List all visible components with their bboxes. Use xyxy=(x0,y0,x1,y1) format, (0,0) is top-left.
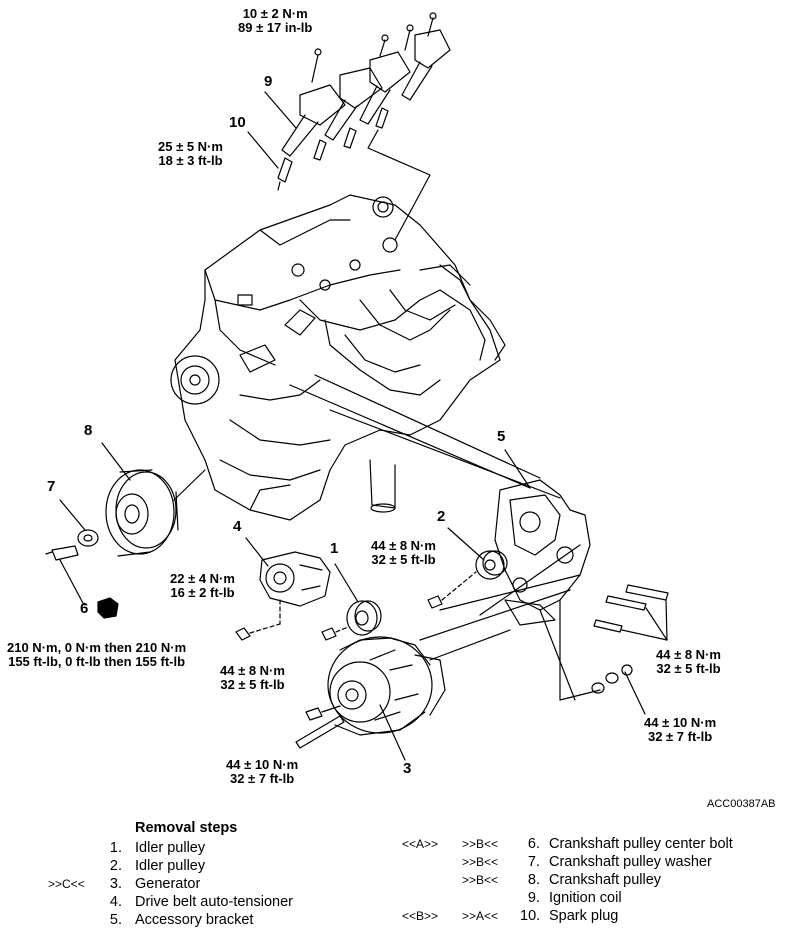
step-row-4: 4. Drive belt auto-tensioner xyxy=(109,894,293,910)
figure-code: ACC00387AB xyxy=(707,798,776,810)
torque-generator: 44 ± 10 N·m 32 ± 7 ft-lb xyxy=(226,757,299,786)
idler-pulley-1 xyxy=(346,600,382,636)
idler-pulley-2 xyxy=(475,550,508,580)
engine-front-pulley xyxy=(170,355,220,405)
step-row-9: 9. Ignition coil xyxy=(527,890,622,906)
torque-idler-lower: 44 ± 8 N·m 32 ± 5 ft-lb xyxy=(220,663,285,692)
step-row-2: 2. Idler pulley xyxy=(109,858,206,874)
crankshaft-pulley xyxy=(105,469,179,557)
accessory-bracket xyxy=(494,479,591,626)
engine-block xyxy=(174,194,506,521)
torque-coil-bolt: 10 ± 2 N·m 89 ± 17 in-lb xyxy=(238,6,313,35)
callout-7: 7 xyxy=(47,478,56,495)
step-row-5: 5. Accessory bracket xyxy=(109,912,254,928)
step-row-10: <<B>> >>A<< 10. Spark plug xyxy=(402,908,619,924)
step-row-1: 1. Idler pulley xyxy=(109,840,206,856)
removal-title: Removal steps xyxy=(135,820,238,836)
callout-5: 5 xyxy=(497,428,506,445)
step-row-3: >>C<< 3. Generator xyxy=(48,876,201,892)
ignition-coil-group xyxy=(277,12,451,191)
step-row-8: >>B<< 8. Crankshaft pulley xyxy=(462,872,662,888)
crankshaft-washer xyxy=(77,529,99,547)
callout-1: 1 xyxy=(330,540,339,557)
torque-tensioner: 22 ± 4 N·m 16 ± 2 ft-lb xyxy=(170,571,235,600)
auto-tensioner xyxy=(259,551,331,607)
step-row-6: <<A>> >>B<< 6. Crankshaft pulley center … xyxy=(402,836,733,852)
callout-8: 8 xyxy=(84,422,93,439)
torque-idler-upper: 44 ± 8 N·m 32 ± 5 ft-lb xyxy=(371,538,436,567)
callout-6: 6 xyxy=(80,600,89,617)
callout-2: 2 xyxy=(437,508,446,525)
torque-bracket-bolts: 44 ± 8 N·m 32 ± 5 ft-lb xyxy=(656,647,721,676)
callout-9: 9 xyxy=(264,73,273,90)
callout-10: 10 xyxy=(229,114,246,131)
special-tool xyxy=(97,597,119,619)
step-row-7: >>B<< 7. Crankshaft pulley washer xyxy=(462,854,712,870)
callout-4: 4 xyxy=(233,518,242,535)
torque-spark-plug: 25 ± 5 N·m 18 ± 3 ft-lb xyxy=(158,139,223,168)
crankshaft-bolt xyxy=(51,545,79,561)
generator xyxy=(327,636,446,736)
torque-bracket-nuts: 44 ± 10 N·m 32 ± 7 ft-lb xyxy=(644,715,717,744)
torque-crank-bolt: 210 N·m, 0 N·m then 210 N·m 155 ft-lb, 0… xyxy=(7,640,187,669)
callout-3: 3 xyxy=(403,760,412,777)
